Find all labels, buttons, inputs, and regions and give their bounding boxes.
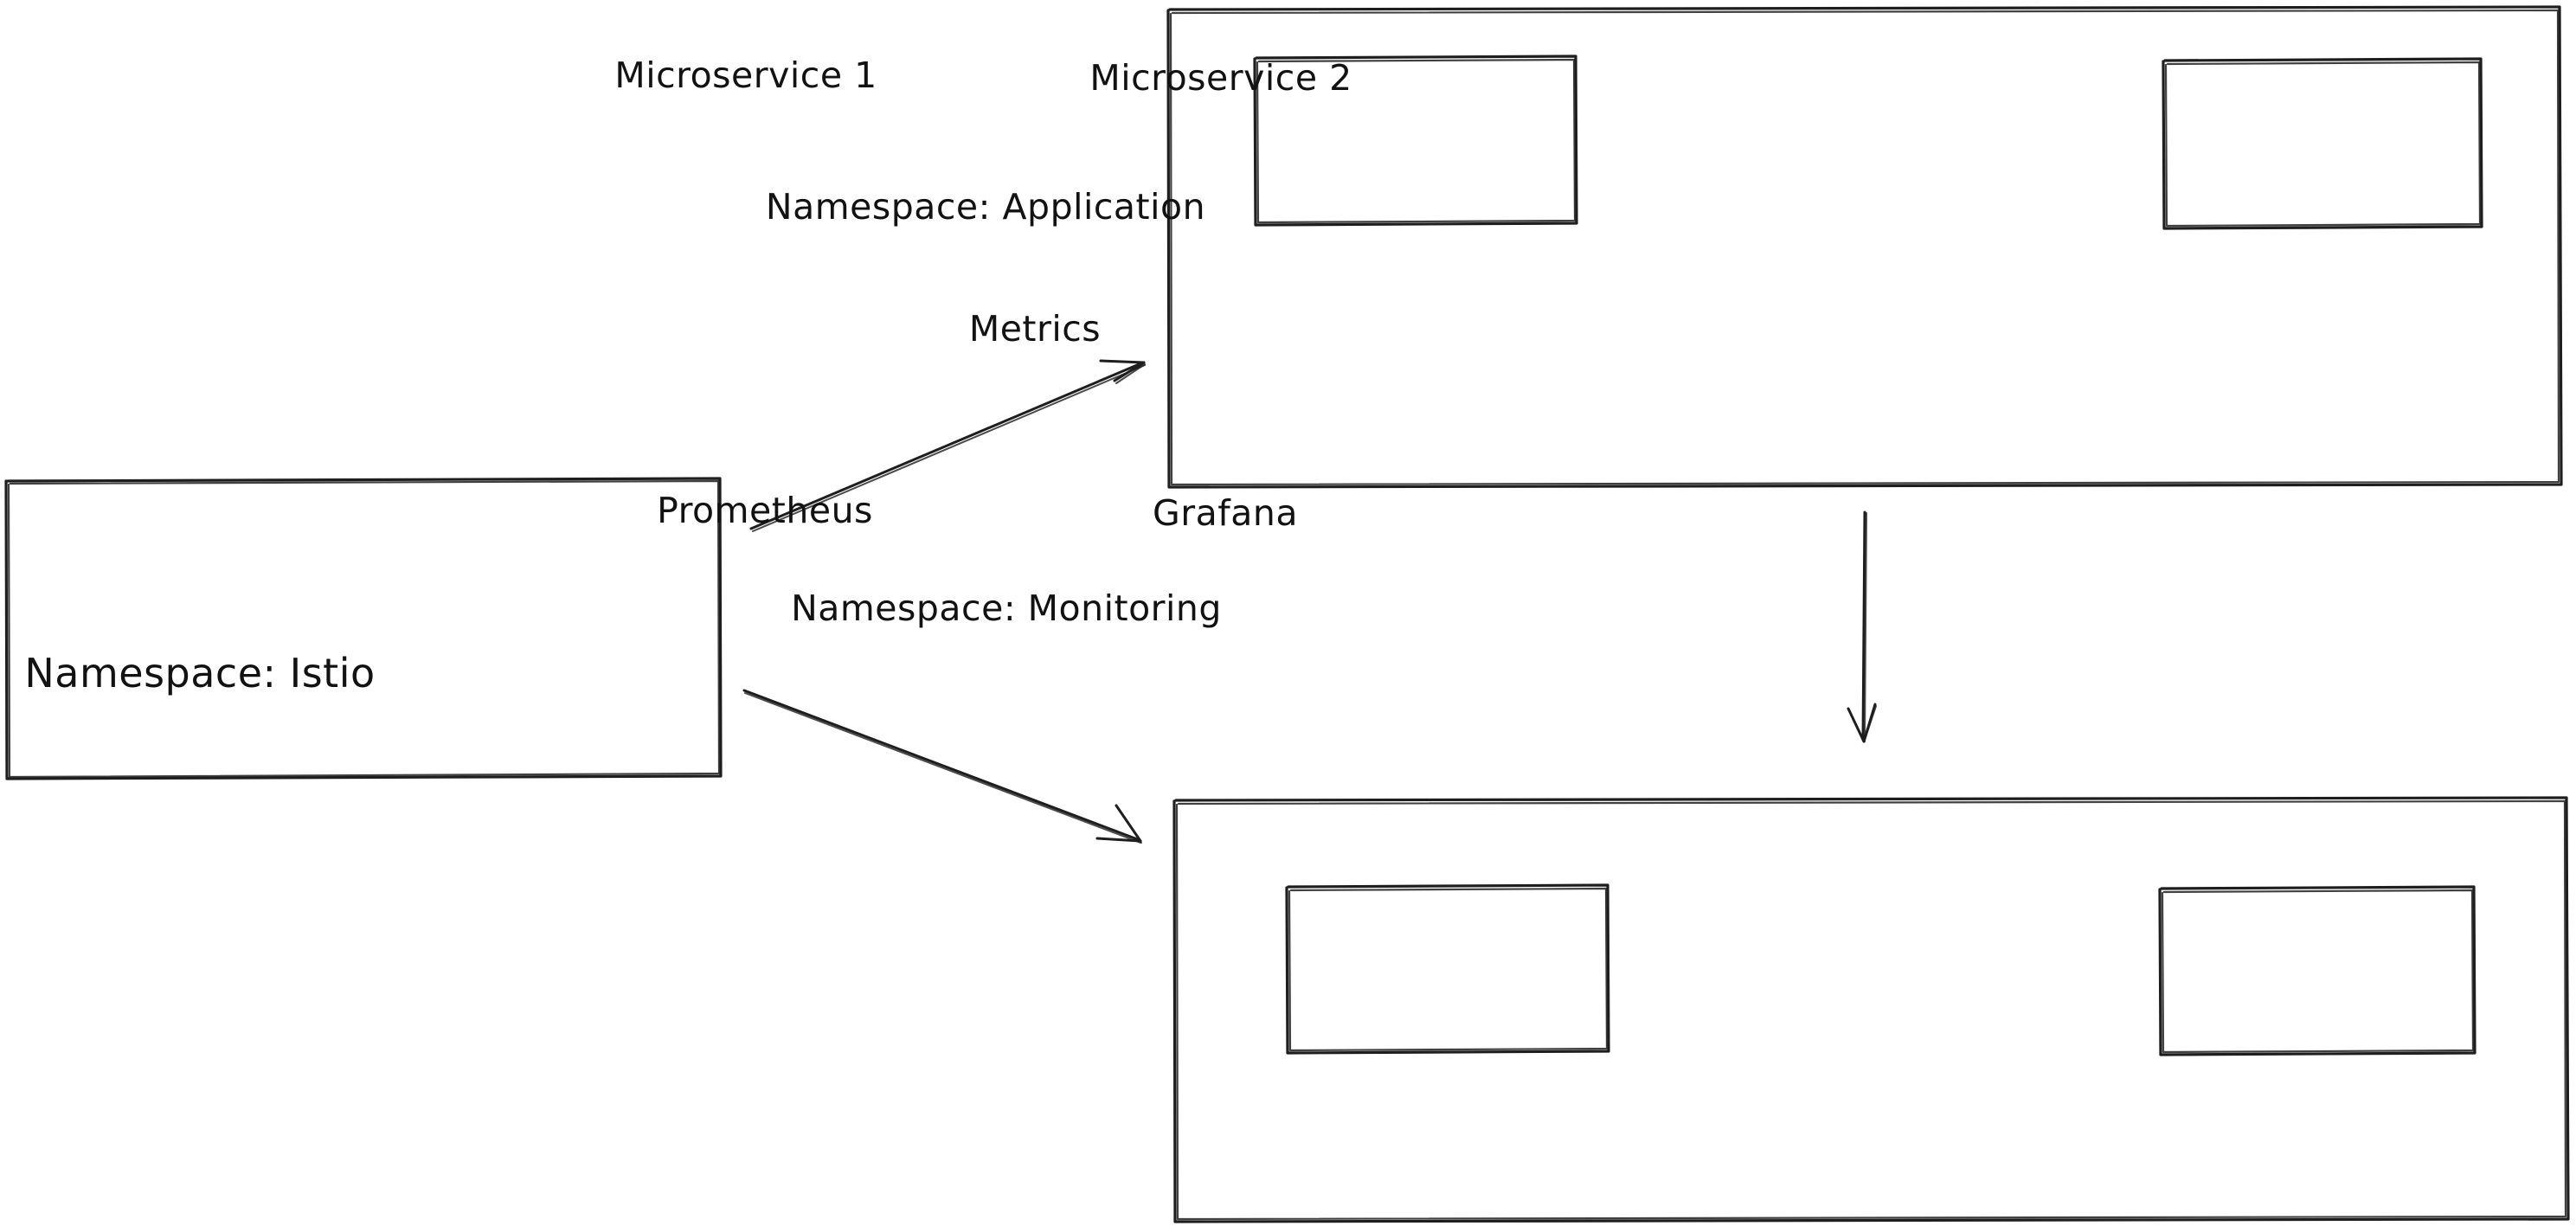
label-metrics-edge: Metrics [968, 308, 1102, 350]
edge-istio-to-monitoring [742, 689, 1142, 844]
edge-application-to-monitoring [1847, 510, 1877, 743]
node-grafana[interactable] [2160, 887, 2475, 1055]
label-grafana: Grafana [1153, 492, 1298, 534]
node-microservice-2[interactable] [2163, 59, 2482, 228]
label-microservice-1: Microservice 1 [614, 55, 877, 96]
node-microservice-1[interactable] [1255, 56, 1577, 225]
label-microservice-2: Microservice 2 [1089, 57, 1352, 99]
label-ns-application: Namespace: Application [765, 186, 1206, 228]
label-ns-istio: Namespace: Istio [24, 650, 376, 696]
label-prometheus: Prometheus [657, 490, 873, 531]
label-ns-monitoring: Namespace: Monitoring [791, 587, 1222, 629]
node-ns-istio[interactable] [6, 478, 721, 779]
node-prometheus[interactable] [1287, 885, 1609, 1053]
